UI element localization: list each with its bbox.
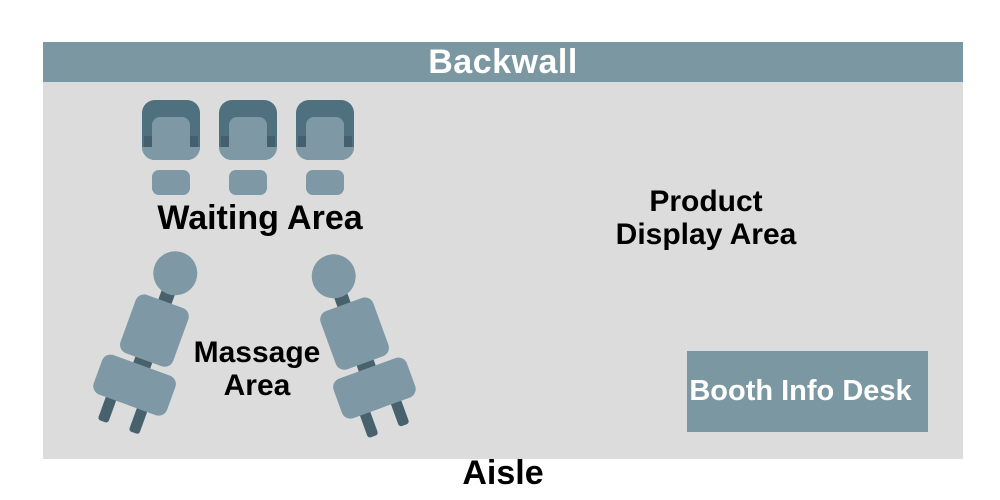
massage-chair-headrest	[147, 245, 204, 302]
booth-outline: Backwall	[43, 42, 963, 459]
booth-floor: Waiting Area Massage	[43, 82, 963, 459]
chair-seat	[152, 117, 190, 149]
chair-armrest-tip	[144, 136, 155, 149]
chair-seat	[306, 117, 344, 149]
chair-armrest-tip	[221, 136, 232, 149]
massage-area-line2: Area	[223, 369, 291, 402]
waiting-chair-icon	[296, 100, 354, 195]
backwall-bar: Backwall	[43, 42, 963, 82]
booth-info-desk-label: Booth Info Desk	[689, 375, 912, 407]
chair-front-edge	[142, 147, 200, 160]
product-display-line1: Product	[649, 185, 763, 218]
backwall-label: Backwall	[428, 42, 578, 81]
chair-armrest-tip	[264, 136, 275, 149]
massage-chair-headrest	[305, 248, 362, 305]
aisle-label: Aisle	[462, 454, 544, 492]
product-display-area-label: Product Display Area	[556, 185, 856, 251]
footrest-icon	[152, 170, 190, 195]
waiting-chair-icon	[142, 100, 200, 195]
booth-info-desk: Booth Info Desk	[687, 351, 928, 432]
product-display-line2: Display Area	[615, 218, 797, 251]
waiting-chair-icon	[219, 100, 277, 195]
massage-area-line1: Massage	[193, 336, 321, 369]
waiting-area-label: Waiting Area	[157, 199, 363, 237]
massage-area-label: Massage Area	[107, 336, 407, 402]
chair-armrest-tip	[341, 136, 352, 149]
chair-armrest-tip	[187, 136, 198, 149]
footrest-icon	[229, 170, 267, 195]
footrest-icon	[306, 170, 344, 195]
chair-front-edge	[219, 147, 277, 160]
chair-front-edge	[296, 147, 354, 160]
chair-armrest-tip	[298, 136, 309, 149]
chair-seat	[229, 117, 267, 149]
